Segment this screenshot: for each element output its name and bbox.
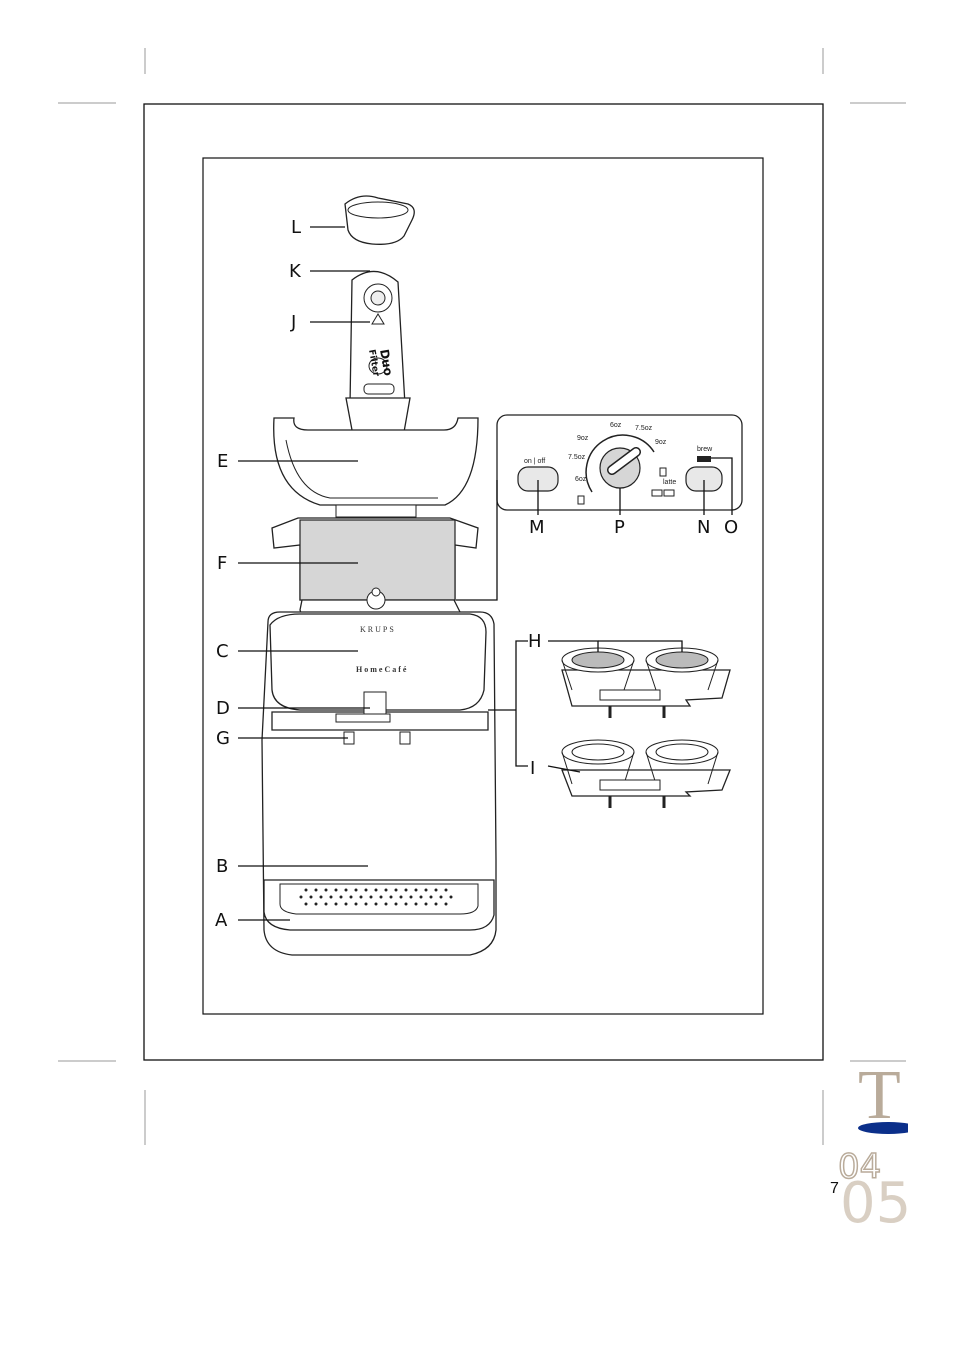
- part-h-pod-holder: [561, 647, 731, 718]
- cup-icon-large: [577, 495, 585, 505]
- callout-j: J: [290, 312, 296, 333]
- inner-frame: [202, 157, 764, 1015]
- dial-75oz-left: 7.5oz: [568, 454, 586, 461]
- dial-9oz-left: 9oz: [577, 435, 589, 442]
- filter-duo-text: Duo: [377, 348, 395, 377]
- callout-p: P: [614, 517, 625, 538]
- callout-a: A: [215, 910, 228, 931]
- callout-labels: L K J E F C D G B A H I M P N O: [215, 217, 738, 931]
- callout-h: H: [528, 631, 542, 652]
- blue-accent-bar: [858, 1122, 918, 1134]
- callout-n: N: [697, 517, 710, 538]
- callout-d: D: [216, 698, 230, 719]
- panel-latte: latte: [663, 479, 676, 486]
- side-decoration: T 04 05: [837, 1057, 954, 1240]
- callout-m: M: [529, 517, 545, 538]
- panel-brew: brew: [697, 446, 713, 453]
- leader-lines: [238, 226, 733, 921]
- callout-o: O: [724, 517, 738, 538]
- callout-b: B: [216, 856, 228, 877]
- side-letter-t: T: [858, 1057, 901, 1134]
- part-l-cap: [344, 195, 415, 245]
- part-i-pod-holder: [561, 739, 731, 808]
- callout-c: C: [216, 641, 229, 662]
- callout-f: F: [217, 553, 227, 574]
- panel-on-off: on | off: [524, 458, 545, 465]
- control-panel-inset: on | off brew latte 9oz 7.5oz 6oz 6oz 7.…: [456, 414, 743, 601]
- callout-g: G: [216, 728, 230, 749]
- side-number-top: 04: [838, 1147, 881, 1187]
- dial-9oz-right: 9oz: [655, 439, 667, 446]
- callout-k: K: [289, 261, 302, 282]
- callout-e: E: [217, 451, 228, 472]
- machine-model: HomeCafé: [356, 665, 408, 674]
- crop-marks: [58, 48, 906, 1145]
- callout-i: I: [530, 758, 535, 779]
- callout-l: L: [291, 217, 301, 238]
- dial-6oz-top: 6oz: [610, 422, 622, 429]
- machine-brand: KRUPS: [360, 625, 396, 634]
- page-number: 7: [830, 1180, 839, 1197]
- part-j-duo-filter: Duo Filter: [345, 270, 411, 443]
- cup-icon-small: [659, 467, 667, 477]
- side-number-bottom: 05: [840, 1171, 911, 1236]
- dial-75oz-right: 7.5oz: [635, 425, 653, 432]
- part-f-tank: [271, 517, 479, 623]
- part-c-machine-body: KRUPS HomeCafé: [261, 611, 497, 956]
- cup-icon-latte: [651, 489, 675, 497]
- dial-6oz-left: 6oz: [575, 476, 587, 483]
- filter-filter-text: Filter: [366, 349, 381, 378]
- drip-tray-holes: [299, 888, 453, 906]
- part-e-lid: [273, 417, 479, 518]
- outer-frame: [143, 103, 824, 1061]
